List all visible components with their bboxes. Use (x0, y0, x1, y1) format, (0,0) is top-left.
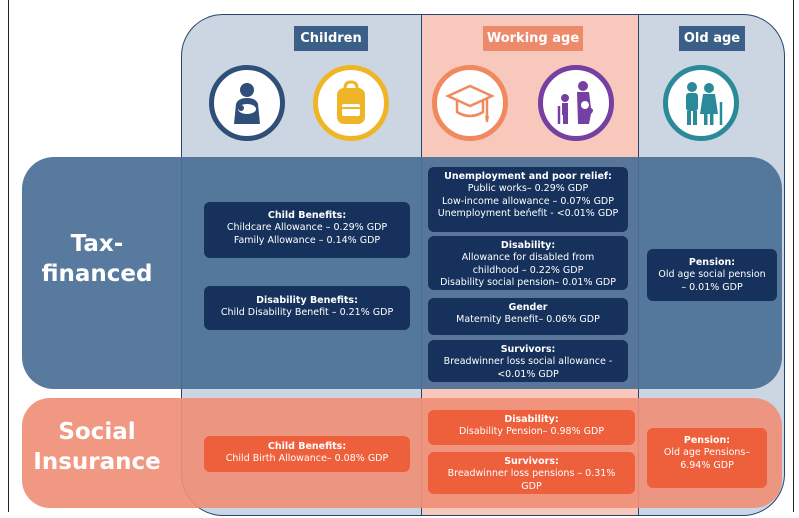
backpack-icon (313, 65, 389, 141)
box-line: Breadwinner loss pensions – 0.31% (447, 468, 616, 480)
children-column-title: Children (294, 26, 368, 51)
survivors-pension-box: Survivors: Breadwinner loss pensions – 0… (428, 452, 635, 494)
box-title: Gender (508, 302, 548, 313)
box-line: Old age Pensions– (663, 447, 751, 459)
box-title: Disability Benefits: (256, 295, 358, 306)
tax-financed-label-line1: Tax- (70, 231, 124, 257)
box-title: Disability: (500, 240, 556, 251)
social-insurance-label: Social Insurance (22, 418, 172, 478)
child-disability-benefits-box: Disability Benefits: Child Disability Be… (204, 286, 410, 330)
box-line: Public works– 0.29% GDP (467, 183, 589, 195)
social-insurance-label-line2: Insurance (33, 448, 161, 475)
box-line: 6.94% GDP (680, 459, 734, 471)
box-title: Unemployment and poor relief: (444, 171, 612, 182)
elderly-couple-icon (663, 65, 739, 141)
box-line: Old age social pension (658, 269, 766, 281)
box-title: Disability: (504, 414, 559, 425)
box-line: Family Allowance – 0.14% GDP (233, 234, 381, 246)
box-title: Pension: (683, 435, 731, 446)
tax-financed-label: Tax- financed (22, 230, 172, 290)
box-line: Child Disability Benefit – 0.21% GDP (220, 307, 394, 319)
box-title: Child Benefits: (267, 210, 347, 221)
unemployment-relief-box: Unemployment and poor relief: Public wor… (428, 167, 628, 232)
old-age-column-title: Old age (679, 26, 745, 51)
disability-tax-box: Disability: Allowance for disabled from … (428, 236, 628, 290)
box-line: Disability social pension– 0.01% GDP (440, 277, 616, 289)
box-title: Child Benefits: (267, 441, 347, 452)
box-line: childhood – 0.22% GDP (472, 264, 584, 276)
pension-tax-box: Pension: Old age social pension – 0.01% … (647, 249, 777, 301)
box-title: Survivors: (500, 344, 556, 355)
box-line: Breadwinner loss social allowance - (443, 356, 613, 368)
box-title: Pension: (688, 257, 736, 268)
box-title: Survivors: (504, 456, 559, 467)
survivors-tax-box: Survivors: Breadwinner loss social allow… (428, 340, 628, 382)
gender-box: Gender Maternity Benefit– 0.06% GDP (428, 298, 628, 335)
tax-financed-label-line2: financed (41, 260, 153, 287)
box-line: Unemployment beńefit - <0.01% GDP (437, 208, 619, 220)
box-line: – 0.01% GDP (681, 281, 743, 293)
old-age-pension-box: Pension: Old age Pensions– 6.94% GDP (647, 428, 767, 488)
box-line: <0.01% GDP (497, 368, 559, 380)
child-benefits-box: Child Benefits: Childcare Allowance – 0.… (204, 202, 410, 258)
box-line: GDP (521, 480, 542, 492)
box-line: Childcare Allowance – 0.29% GDP (226, 222, 388, 234)
graduation-cap-icon (432, 65, 508, 141)
disability-pension-box: Disability: Disability Pension– 0.98% GD… (428, 410, 635, 445)
social-insurance-label-line1: Social (58, 419, 136, 445)
child-birth-allowance-box: Child Benefits: Child Birth Allowance– 0… (204, 436, 410, 472)
disability-pregnancy-icon (538, 65, 614, 141)
box-line: Low-income allowance – 0.07% GDP (442, 195, 614, 207)
box-line: Disability Pension– 0.98% GDP (458, 426, 605, 438)
box-line: Child Birth Allowance– 0.08% GDP (225, 453, 389, 465)
diagram-frame (8, 0, 794, 512)
box-line: Maternity Benefit– 0.06% GDP (456, 314, 600, 326)
box-line: Allowance for disabled from (461, 252, 595, 264)
working-age-column-title: Working age (483, 26, 583, 51)
mother-baby-icon (209, 65, 285, 141)
